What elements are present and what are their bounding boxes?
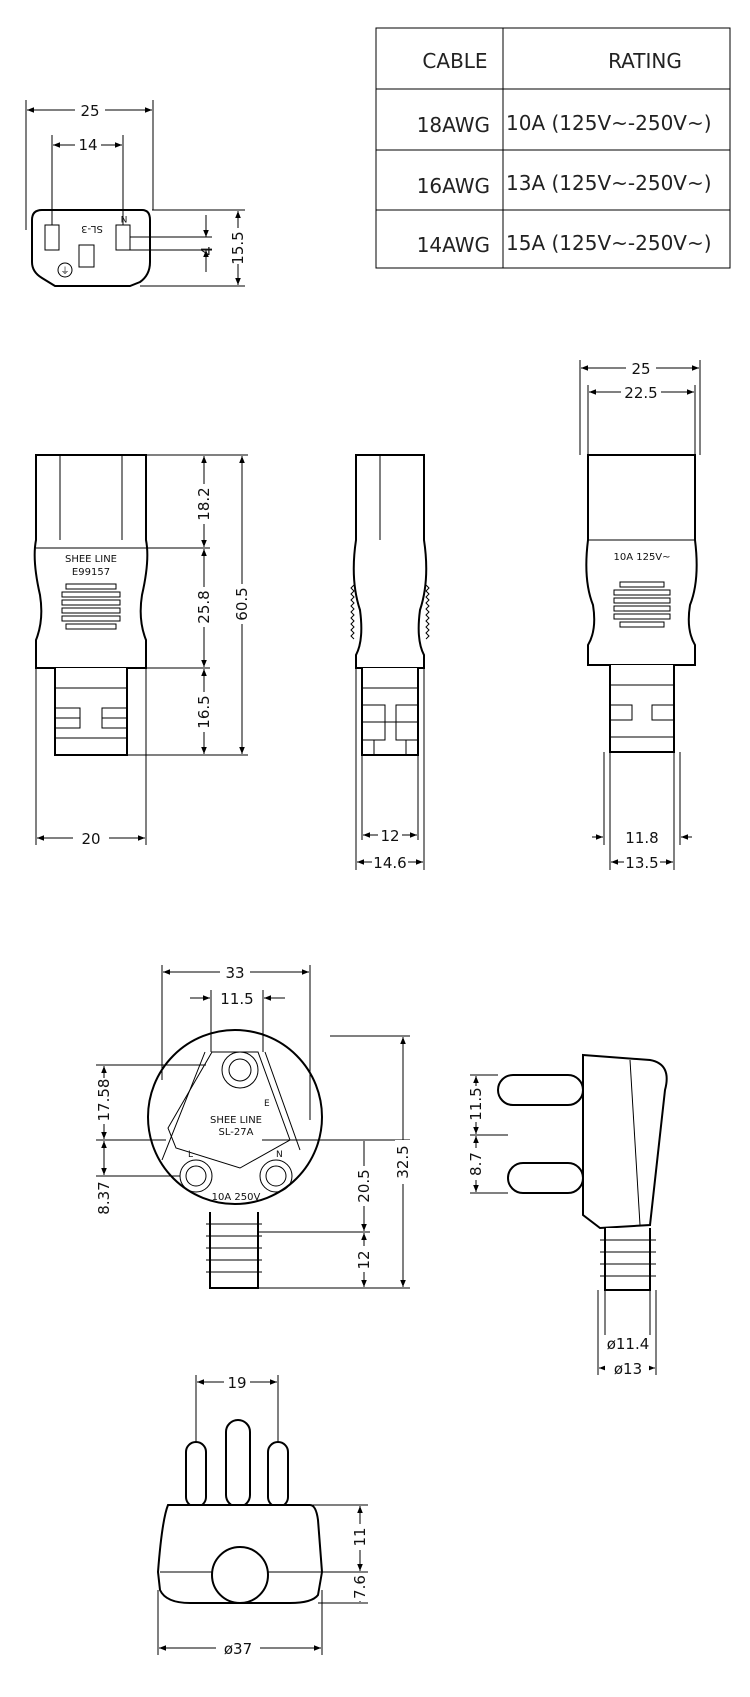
rating-header: RATING <box>608 49 682 73</box>
row-2-rating: 13A (125V~-250V~) <box>506 171 712 195</box>
cable-header: CABLE <box>422 49 487 73</box>
dim-e-offset: 17.58 <box>95 1079 113 1122</box>
dim-center: 20.5 <box>355 1169 373 1202</box>
brand-label: SHEE LINE <box>210 1115 262 1126</box>
row-3-rating: 15A (125V~-250V~) <box>506 231 712 255</box>
dim-width: 20 <box>81 830 100 848</box>
dim-total: 32.5 <box>394 1145 412 1178</box>
plug-side-view: 11.5 8.7 ø11.4 ø13 <box>467 1053 668 1378</box>
dim-inner: 22.5 <box>624 384 657 402</box>
dim-cable-inner: 11.8 <box>625 829 658 847</box>
dim-cable-outer: 13.5 <box>625 854 658 872</box>
dim-width: 33 <box>225 964 244 982</box>
line-label: L <box>188 1150 193 1160</box>
rating-label: 10A 125V~ <box>613 552 670 563</box>
dim-pin-b: 8.7 <box>467 1152 485 1176</box>
dim-pin-gap: 11.5 <box>220 990 253 1008</box>
dim-outer: 14.6 <box>373 854 406 872</box>
neutral-label: N <box>121 213 128 223</box>
plug-face-view: E L N SHEE LINE SL-27A 10A 250V 33 11.5 … <box>95 964 412 1289</box>
dim-inner: 12 <box>380 827 399 845</box>
earth-label: E <box>264 1099 270 1109</box>
dim-pin-a: 11.5 <box>467 1087 485 1120</box>
row-2-cable: 16AWG <box>417 174 490 198</box>
dim-ln-offset: 8.37 <box>95 1181 113 1214</box>
model-label: SL-3 <box>81 223 103 234</box>
row-1-rating: 10A (125V~-250V~) <box>506 111 712 135</box>
dim-width: 25 <box>80 102 99 120</box>
connector-side-view: 12 14.6 <box>350 454 430 872</box>
dim-tail: 12 <box>355 1250 373 1269</box>
connector-back-view: 10A 125V~ 25 22.5 11.8 13.5 <box>579 360 701 872</box>
connector-face-view: ⏚ SL-3 N 25 14 15.5 4 <box>25 100 247 287</box>
row-1-cable: 18AWG <box>417 113 490 137</box>
dim-bottom: 16.5 <box>195 695 213 728</box>
cert-label: E99157 <box>72 567 110 578</box>
dim-pin-span: 19 <box>227 1374 246 1392</box>
plug-top-view: 19 11 7.6 ø37 <box>156 1374 369 1658</box>
dim-height: 15.5 <box>229 231 247 264</box>
dim-diameter: ø37 <box>224 1640 252 1658</box>
connector-front-view: SHEE LINE E99157 18.2 25.8 16.5 60.5 <box>33 454 251 848</box>
brand-label: SHEE LINE <box>65 554 117 565</box>
dim-height: 11 <box>351 1527 369 1546</box>
dim-middle: 25.8 <box>195 590 213 623</box>
dim-pin-spacing: 14 <box>78 136 97 154</box>
dim-cable-outer: ø13 <box>614 1360 642 1378</box>
earth-symbol: ⏚ <box>60 266 69 277</box>
dim-total: 60.5 <box>233 587 251 620</box>
model-label: SL-27A <box>219 1127 254 1138</box>
dim-pin-offset: 4 <box>198 246 216 256</box>
row-3-cable: 14AWG <box>417 233 490 257</box>
neutral-label: N <box>276 1150 283 1160</box>
dim-top: 18.2 <box>195 487 213 520</box>
rating-label: 10A 250V <box>212 1192 261 1203</box>
dim-cable-inner: ø11.4 <box>607 1335 650 1353</box>
dim-base: 7.6 <box>351 1575 369 1599</box>
rating-table: CABLE RATING 18AWG 10A (125V~-250V~) 16A… <box>375 27 731 269</box>
dim-outer: 25 <box>631 360 650 378</box>
